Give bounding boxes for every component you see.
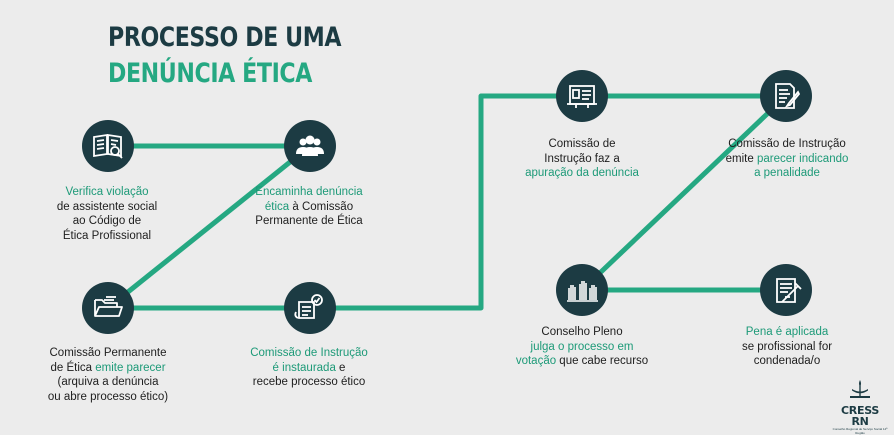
penalty-document-icon [760, 264, 812, 316]
logo-name: CRESS RN [841, 404, 879, 428]
cress-rn-logo: CRESS RN Conselho Regional de Serviço So… [832, 378, 888, 435]
connector-4-5 [310, 93, 582, 311]
step-8-label: Pena é aplicada se profissional for cond… [741, 326, 833, 367]
book-search-icon [82, 120, 134, 172]
step-3-label: Comissão Permanente de Ética emite parec… [47, 347, 169, 403]
step-2-label: Encaminha denúncia ética à Comissão Perm… [255, 186, 363, 227]
document-seal-icon [284, 282, 336, 334]
title-line-2: DENÚNCIA ÉTICA [108, 58, 312, 89]
title-line-1: PROCESSO DE UMA [108, 22, 342, 53]
folder-icon [82, 282, 134, 334]
logo-emblem-icon [850, 380, 870, 398]
voting-hands-icon [556, 264, 608, 316]
step-4-label: Comissão de Instrução é instaurada e rec… [250, 347, 368, 388]
flow-connectors [106, 93, 788, 311]
writing-document-icon [760, 70, 812, 122]
connector-2-3 [106, 144, 312, 310]
step-5-label: Comissão de Instrução faz a apuração da … [525, 138, 639, 179]
step-7-label: Conselho Pleno julga o processo em votaç… [515, 326, 649, 367]
people-group-icon [284, 120, 336, 172]
connector-6-7 [580, 94, 788, 292]
step-1-label: Verifica violação de assistente social a… [56, 186, 158, 242]
logo-subtitle: Conselho Regional de Serviço Social 14ª … [832, 427, 888, 435]
step-6-label: Comissão de Instrução emite parecer indi… [725, 138, 849, 179]
investigation-board-icon [556, 70, 608, 122]
